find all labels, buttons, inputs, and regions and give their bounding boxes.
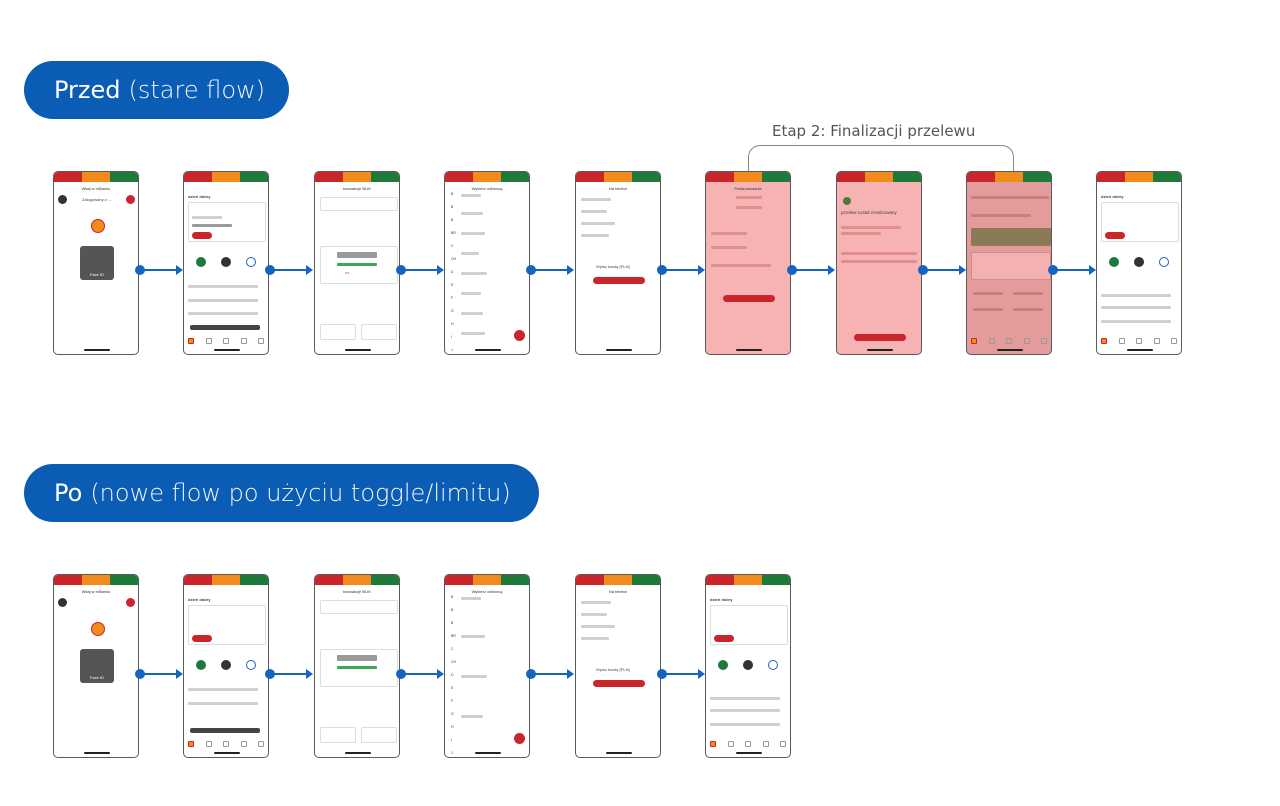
summary-title: Podsumowanie: [734, 186, 762, 191]
screen-login-new: Witaj w mBanku Face ID: [53, 574, 139, 758]
face-id-tile[interactable]: [80, 246, 114, 280]
flow-arrow: [657, 265, 705, 275]
flow-arrow: [526, 669, 574, 679]
screen-phone-transfer: Na telefon Wpisz kwotę [PLN]: [575, 171, 661, 355]
transfer-button[interactable]: [192, 232, 212, 239]
login-sub: Zalogowany z: ...: [82, 197, 113, 202]
recipients-title-new: Wybierz odbiorcę: [471, 589, 503, 594]
login-title: Witaj w mBanku: [81, 186, 111, 191]
screen-overlay: [966, 171, 1052, 355]
screen-summary: Podsumowanie: [705, 171, 791, 355]
ok-button[interactable]: [854, 334, 906, 341]
login-title-new: Witaj w mBanku: [81, 589, 111, 594]
blik-title: transakcje BLIK: [342, 186, 371, 191]
before-pill-sub: (stare flow): [128, 76, 266, 104]
amount-label-new: Wpisz kwotę [PLN]: [596, 667, 630, 672]
flow-arrow: [1048, 265, 1096, 275]
dashboard-end-title-new: dzień dobry: [710, 597, 733, 602]
face-id-label-new: Face ID: [90, 675, 105, 680]
flow-arrow: [135, 669, 183, 679]
popup-dialog[interactable]: [971, 252, 1051, 280]
phone-title-new: Na telefon: [608, 589, 628, 594]
flow-arrow: [918, 265, 966, 275]
screen-success: przelew został zrealizowany: [836, 171, 922, 355]
send-button[interactable]: [593, 277, 645, 284]
recipients-title: Wybierz odbiorcę: [471, 186, 503, 191]
flow-arrow: [265, 669, 313, 679]
flow-arrow: [657, 669, 705, 679]
after-pill-main: Po: [54, 479, 83, 507]
flow-arrow: [135, 265, 183, 275]
avatar: [58, 195, 67, 204]
stage-bracket: [748, 145, 1014, 172]
after-pill: Po (nowe flow po użyciu toggle/limitu): [24, 464, 539, 522]
screen-dashboard: dzień dobry: [183, 171, 269, 355]
screen-blik: transakcje BLIK •••: [314, 171, 400, 355]
amount-label: Wpisz kwotę [PLN]: [596, 264, 630, 269]
after-pill-sub: (nowe flow po użyciu toggle/limitu): [90, 479, 511, 507]
qr-icon: [126, 195, 135, 204]
flow-arrow: [265, 265, 313, 275]
screen-login: Witaj w mBanku Zalogowany z: ... Face ID: [53, 171, 139, 355]
dashboard-title: dzień dobry: [188, 194, 211, 199]
dashboard-end-title: dzień dobry: [1101, 194, 1124, 199]
stage-label: Etap 2: Finalizacji przelewu: [772, 122, 976, 140]
phone-title: Na telefon: [608, 186, 628, 191]
face-id-label: Face ID: [90, 272, 105, 277]
before-pill-main: Przed: [54, 76, 121, 104]
flow-arrow: [396, 265, 444, 275]
screen-dashboard-new: dzień dobry: [183, 574, 269, 758]
mbank-logo: [91, 219, 105, 233]
screen-blik-new: transakcje BLIK: [314, 574, 400, 758]
flow-arrow: [396, 669, 444, 679]
blik-title-new: transakcje BLIK: [342, 589, 371, 594]
screen-dashboard-end: dzień dobry: [1096, 171, 1182, 355]
confirm-button[interactable]: [723, 295, 775, 302]
dashboard-title-new: dzień dobry: [188, 597, 211, 602]
add-recipient-button[interactable]: [514, 330, 525, 341]
flow-arrow: [526, 265, 574, 275]
success-title: przelew został zrealizowany: [841, 210, 897, 215]
screen-dashboard-end-new: dzień dobry: [705, 574, 791, 758]
before-pill: Przed (stare flow): [24, 61, 289, 119]
flow-arrow: [787, 265, 835, 275]
screen-phone-transfer-new: Na telefon Wpisz kwotę [PLN]: [575, 574, 661, 758]
